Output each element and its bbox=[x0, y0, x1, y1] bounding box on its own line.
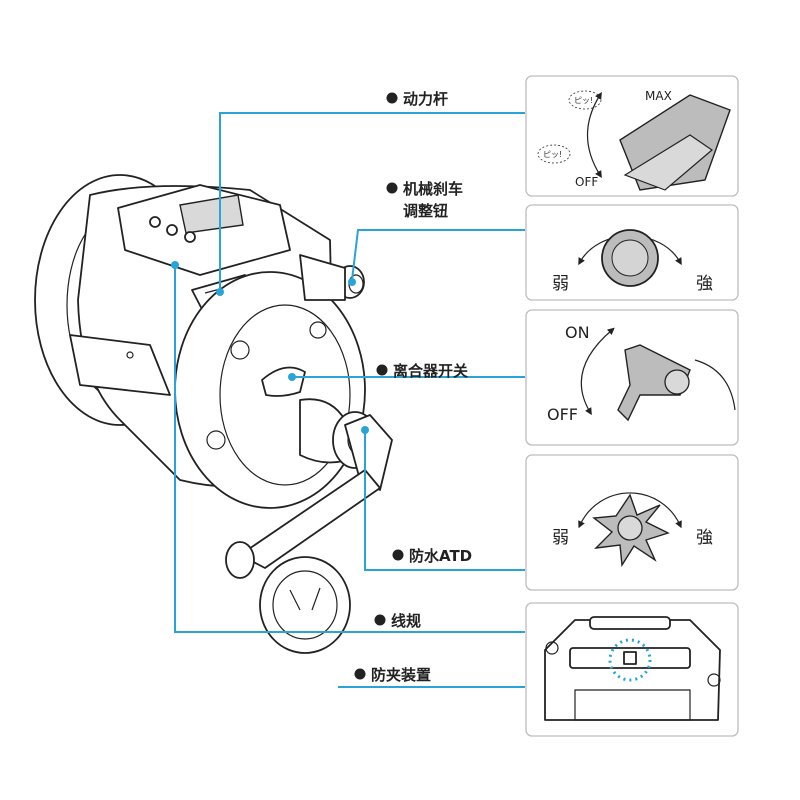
bullet-dot-icon bbox=[374, 614, 386, 626]
beep-text-bottom: ピッ! bbox=[543, 150, 562, 159]
frame-screw bbox=[126, 351, 134, 359]
callout-labels: 动力杆 机械刹车 调整钮 离合器开关 防水ATD 线规 防夹装置 bbox=[354, 90, 472, 684]
anchor-dot bbox=[288, 373, 296, 381]
leader-power-lever bbox=[219, 112, 525, 292]
anchor-dot bbox=[348, 278, 356, 286]
reel-illustration bbox=[34, 174, 393, 654]
panel-drag-knob: 弱 強 bbox=[525, 204, 739, 301]
menu-button-2 bbox=[166, 224, 178, 236]
star-drag-icon bbox=[592, 493, 670, 568]
bullet-dot-icon bbox=[354, 668, 366, 680]
beep-burst-icon: ピッ! bbox=[537, 144, 571, 164]
leader-drag bbox=[351, 229, 525, 281]
lcd-screen bbox=[179, 194, 244, 234]
leader-level-wind bbox=[174, 265, 525, 633]
line-guide bbox=[623, 651, 637, 665]
max-label: MAX bbox=[645, 89, 672, 103]
label-drag-knob-2: 调整钮 bbox=[403, 202, 448, 220]
leader-lines bbox=[171, 112, 525, 688]
drag-weak: 弱 bbox=[552, 274, 569, 294]
dotted-circle-highlight-icon bbox=[608, 638, 652, 682]
panel-level-wind bbox=[525, 602, 739, 737]
atd-arm bbox=[344, 414, 393, 491]
anchor-dot bbox=[171, 261, 179, 269]
bullet-dot-icon bbox=[386, 92, 398, 104]
label-anti-pinch: 防夹装置 bbox=[371, 666, 431, 684]
curved-arrow-icon bbox=[586, 91, 602, 179]
atd-weak: 弱 bbox=[552, 528, 569, 548]
curved-arrow-icon bbox=[580, 327, 615, 416]
anchor-dot bbox=[361, 426, 369, 434]
side-plate-inner bbox=[219, 304, 351, 486]
label-drag-knob-1: 机械刹车 bbox=[403, 180, 463, 198]
bullet-dot-icon bbox=[392, 549, 404, 561]
handle-arm bbox=[239, 469, 381, 569]
drag-strong: 強 bbox=[696, 274, 713, 294]
label-clutch: 离合器开关 bbox=[393, 362, 468, 380]
clutch-lever-icon bbox=[617, 344, 691, 422]
atd-strong: 強 bbox=[696, 528, 713, 548]
beep-text-top: ピッ! bbox=[574, 96, 593, 105]
label-atd: 防水ATD bbox=[409, 547, 472, 565]
off-label: OFF bbox=[575, 175, 598, 189]
bullet-dot-icon bbox=[376, 364, 388, 376]
label-level-wind: 线规 bbox=[391, 612, 421, 630]
panel-power-lever: MAX OFF ピッ! ピッ! bbox=[525, 75, 739, 197]
beep-burst-icon: ピッ! bbox=[568, 90, 602, 110]
menu-button-3 bbox=[184, 231, 196, 243]
curved-arrow-icon bbox=[578, 492, 682, 529]
lever-off-shape bbox=[623, 134, 713, 191]
bottom-frame-bar bbox=[69, 334, 171, 396]
panel-atd: 弱 強 bbox=[525, 454, 739, 591]
anchor-dot bbox=[216, 288, 224, 296]
clutch-on-label: ON bbox=[565, 323, 590, 342]
leader-atd bbox=[364, 430, 525, 571]
menu-button-1 bbox=[149, 216, 161, 228]
clutch-off-label: OFF bbox=[547, 405, 578, 424]
reel-front-outline bbox=[544, 619, 721, 721]
label-power-lever: 动力杆 bbox=[403, 90, 448, 108]
panel-clutch: ON OFF bbox=[525, 309, 739, 446]
bullet-dot-icon bbox=[386, 182, 398, 194]
